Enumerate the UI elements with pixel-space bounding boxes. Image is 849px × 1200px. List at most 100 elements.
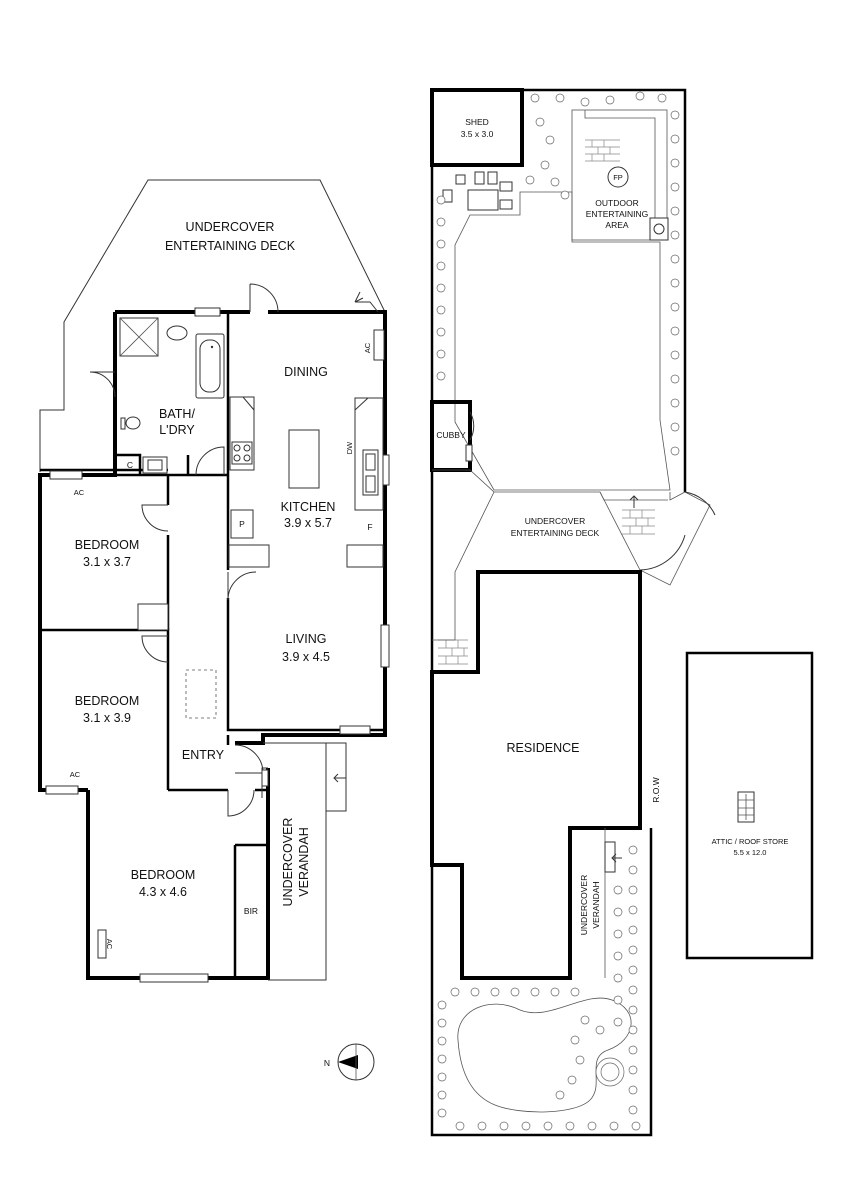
shrub-icon	[628, 945, 638, 955]
garden-shrubs	[436, 91, 680, 1131]
pantry-label: P	[239, 519, 245, 529]
shrub-icon	[670, 302, 680, 312]
dining-label: DINING	[284, 365, 328, 379]
shrub-icon	[436, 305, 446, 315]
shrub-icon	[628, 925, 638, 935]
ac-bed2-label: AC	[70, 770, 81, 779]
residence-outline	[430, 570, 642, 980]
shrub-icon	[550, 177, 560, 187]
shrub-icon	[628, 1065, 638, 1075]
shrub-icon	[670, 446, 680, 456]
shrub-icon	[613, 973, 623, 983]
shrub-icon	[635, 91, 645, 101]
shrub-icon	[567, 1075, 577, 1085]
shrub-icon	[499, 1121, 509, 1131]
fridge-label: F	[367, 522, 372, 532]
shrub-icon	[436, 261, 446, 271]
shrub-icon	[530, 93, 540, 103]
outdoor-furniture	[442, 171, 513, 211]
shrub-icon	[670, 158, 680, 168]
shrub-icon	[628, 985, 638, 995]
shrub-icon	[613, 885, 623, 895]
shrub-icon	[609, 1121, 619, 1131]
shrub-icon	[628, 885, 638, 895]
shrub-icon	[628, 845, 638, 855]
shrub-icon	[670, 374, 680, 384]
shrub-icon	[437, 1054, 447, 1064]
shrub-icon	[543, 1121, 553, 1131]
shrub-icon	[437, 1108, 447, 1118]
shrub-icon	[436, 371, 446, 381]
bedroom2-size: 3.1 x 3.9	[83, 711, 131, 725]
doors	[89, 283, 279, 817]
deck-label-2: ENTERTAINING DECK	[165, 239, 296, 253]
shrub-icon	[510, 987, 520, 997]
floor-plan: UNDERCOVER ENTERTAINING DECK DINING BATH…	[38, 179, 390, 1081]
shrub-icon	[670, 398, 680, 408]
ac-bed3-label: AC	[105, 939, 114, 950]
pool-outline	[457, 997, 632, 1113]
kitchen-fixtures	[97, 329, 385, 959]
site-deck-label-1: UNDERCOVER	[525, 516, 585, 526]
shrub-icon	[436, 327, 446, 337]
shrub-icon	[670, 326, 680, 336]
deck-arrow-icon	[354, 291, 379, 313]
attic-plan: ATTIC / ROOF STORE 5.5 x 12.0	[685, 651, 814, 960]
verandah-arrow-icon	[333, 773, 346, 783]
shed-label: SHED	[465, 117, 489, 127]
bath-label-2: L'DRY	[159, 423, 195, 437]
site-verandah-label-2: VERANDAH	[591, 881, 601, 928]
compass-north-label: N	[324, 1058, 330, 1068]
shrub-icon	[477, 1121, 487, 1131]
shrub-icon	[670, 278, 680, 288]
shrub-icon	[455, 1121, 465, 1131]
shrub-icon	[436, 195, 446, 205]
shed-size: 3.5 x 3.0	[461, 129, 494, 139]
shrub-icon	[555, 93, 565, 103]
shrub-icon	[628, 905, 638, 915]
row-label: R.O.W	[651, 777, 661, 803]
shrub-icon	[530, 987, 540, 997]
cupboard-label: C	[127, 460, 133, 470]
shrub-icon	[613, 929, 623, 939]
shrub-icon	[670, 182, 680, 192]
compass: N	[324, 1043, 375, 1081]
shrub-icon	[436, 283, 446, 293]
shrub-icon	[587, 1121, 597, 1131]
attic-label: ATTIC / ROOF STORE	[712, 837, 789, 846]
kitchen-size: 3.9 x 5.7	[284, 516, 332, 530]
outdoor-label-1: OUTDOOR	[595, 198, 638, 208]
living-size: 3.9 x 4.5	[282, 650, 330, 664]
shed	[430, 88, 524, 167]
shrub-icon	[657, 93, 667, 103]
shrub-icon	[437, 1036, 447, 1046]
site-plan: SHED 3.5 x 3.0 FP OUTDOOR ENTERTAINING A…	[430, 88, 716, 1137]
shrub-icon	[436, 239, 446, 249]
lawn-outline	[454, 191, 671, 491]
shrub-icon	[565, 1121, 575, 1131]
bathroom-fixtures	[119, 317, 225, 474]
shrub-icon	[613, 907, 623, 917]
shrub-icon	[605, 95, 615, 105]
deck-label-1: UNDERCOVER	[186, 220, 275, 234]
site-verandah-label-1: UNDERCOVER	[579, 875, 589, 935]
shrub-icon	[628, 1025, 638, 1035]
shrub-icon	[670, 206, 680, 216]
shrub-icon	[535, 117, 545, 127]
shrub-icon	[628, 1005, 638, 1015]
shrub-icon	[521, 1121, 531, 1131]
shrub-icon	[631, 1121, 641, 1131]
verandah-outline	[263, 742, 327, 981]
site-deck-label-2: ENTERTAINING DECK	[511, 528, 600, 538]
shrub-icon	[613, 995, 623, 1005]
bedroom3-label: BEDROOM	[131, 868, 196, 882]
dishwasher-label: DW	[345, 441, 354, 454]
outdoor-label-2: ENTERTAINING	[586, 209, 649, 219]
bath-label-1: BATH/	[159, 407, 195, 421]
kitchen-label: KITCHEN	[281, 500, 336, 514]
bedroom2-label: BEDROOM	[75, 694, 140, 708]
shrub-icon	[613, 951, 623, 961]
shrub-icon	[575, 1055, 585, 1065]
verandah-step	[325, 742, 347, 812]
